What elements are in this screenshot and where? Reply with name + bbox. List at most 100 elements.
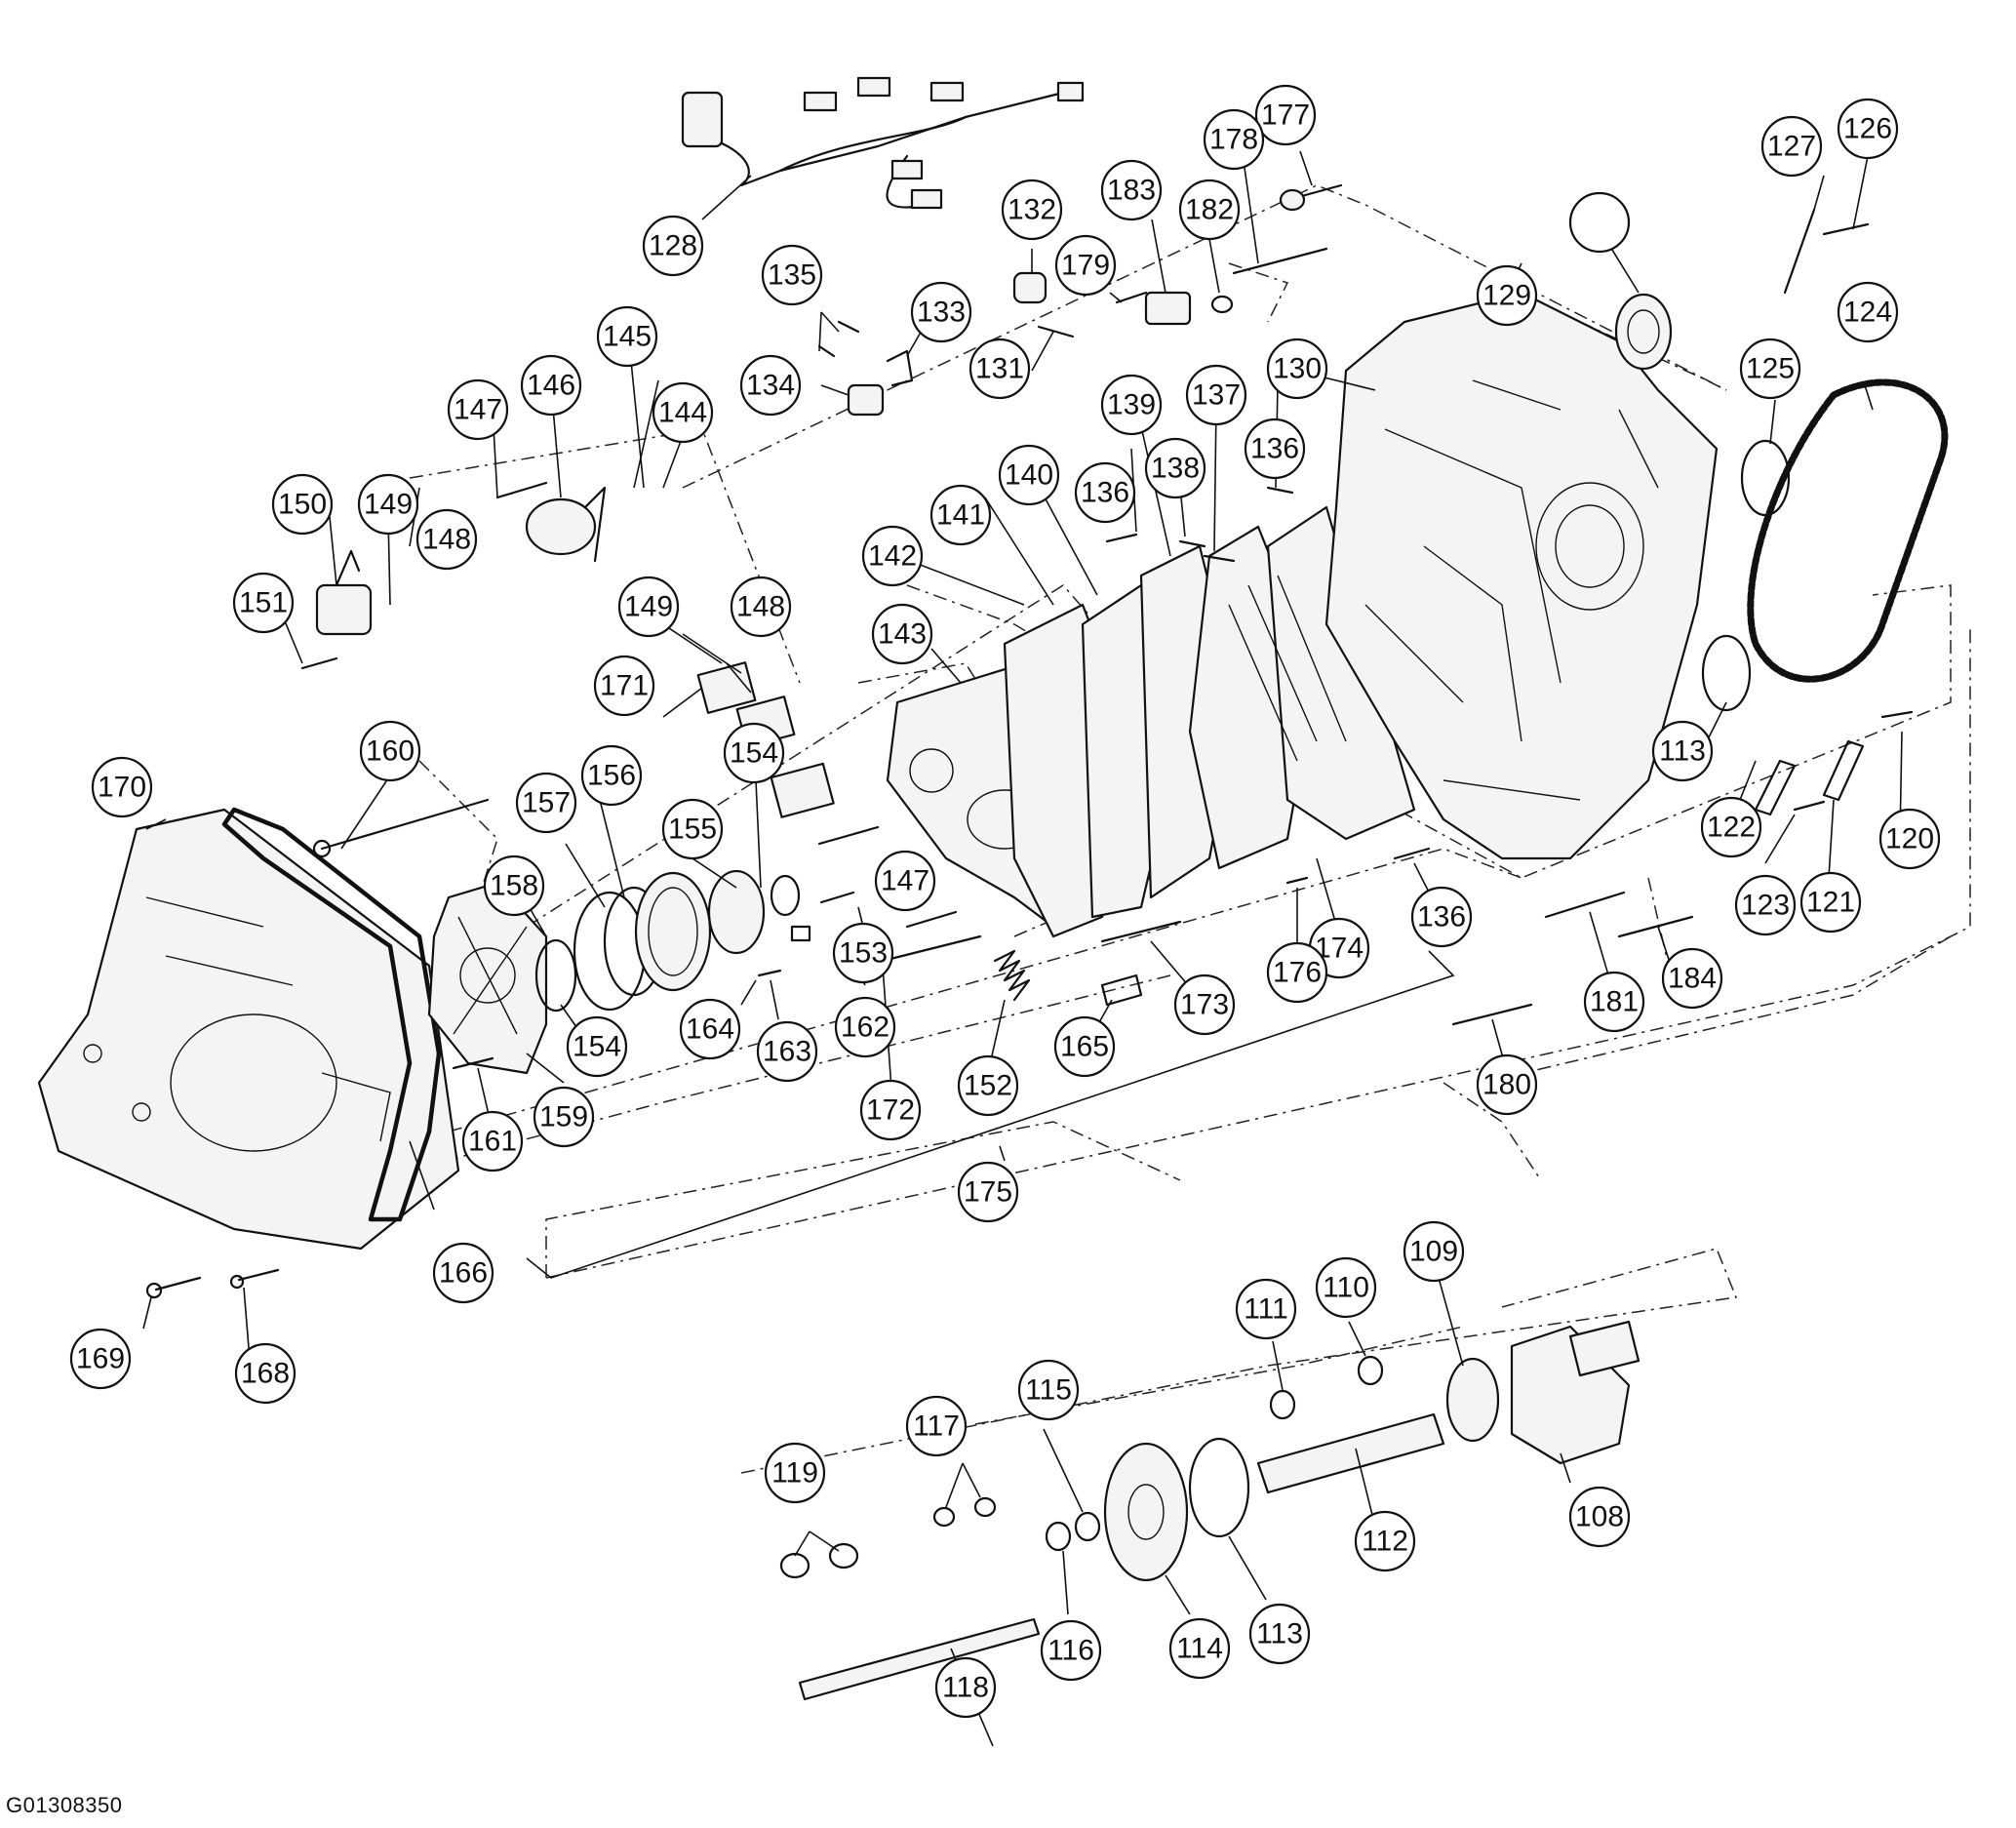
svg-text:183: 183 bbox=[1107, 175, 1156, 207]
bolt-160 bbox=[320, 798, 490, 851]
svg-text:162: 162 bbox=[841, 1012, 889, 1044]
callout-122: 122 bbox=[1700, 796, 1762, 858]
shaft-118 bbox=[798, 1617, 1041, 1701]
bracket-122 bbox=[1754, 759, 1797, 816]
seal-154-upper bbox=[770, 874, 801, 917]
callout-176: 176 bbox=[1266, 941, 1328, 1004]
bolt-136-mid bbox=[1105, 533, 1138, 543]
svg-text:118: 118 bbox=[942, 1672, 989, 1704]
piston-156 bbox=[634, 871, 712, 992]
svg-text:135: 135 bbox=[768, 259, 816, 292]
svg-text:117: 117 bbox=[913, 1411, 960, 1443]
callout-119: 119 bbox=[764, 1442, 826, 1504]
callout-117: 117 bbox=[905, 1395, 968, 1457]
svg-text:176: 176 bbox=[1273, 957, 1322, 989]
callout-134: 134 bbox=[739, 354, 802, 417]
svg-text:182: 182 bbox=[1185, 194, 1234, 226]
svg-text:181: 181 bbox=[1590, 986, 1639, 1018]
svg-text:175: 175 bbox=[964, 1176, 1012, 1209]
transmission-case-129 bbox=[1324, 291, 1719, 860]
svg-text:173: 173 bbox=[1180, 989, 1229, 1021]
bolt-head-160 bbox=[312, 839, 332, 858]
plug-165 bbox=[1100, 974, 1143, 1007]
svg-text:119: 119 bbox=[771, 1457, 818, 1490]
svg-text:121: 121 bbox=[1806, 887, 1855, 919]
shaft-112 bbox=[1256, 1412, 1445, 1494]
callout-159: 159 bbox=[533, 1086, 595, 1148]
servo-cover-159 bbox=[427, 881, 548, 1075]
bolt-head-169 bbox=[145, 1282, 163, 1299]
svg-text:152: 152 bbox=[964, 1070, 1012, 1102]
pin-153 bbox=[819, 891, 855, 904]
svg-text:131: 131 bbox=[975, 353, 1024, 385]
callout-125: 125 bbox=[1739, 338, 1801, 400]
svg-text:179: 179 bbox=[1061, 250, 1110, 282]
svg-text:172: 172 bbox=[866, 1094, 915, 1127]
callout-139: 139 bbox=[1100, 374, 1163, 436]
bolt-180 bbox=[1451, 1003, 1533, 1026]
callout-128: 128 bbox=[642, 215, 704, 277]
svg-text:146: 146 bbox=[527, 370, 575, 402]
bolt-184 bbox=[1617, 915, 1694, 938]
callout-124: 124 bbox=[1837, 281, 1899, 343]
callout-165: 165 bbox=[1053, 1015, 1116, 1078]
gasket-166 bbox=[221, 807, 442, 1222]
svg-text:160: 160 bbox=[366, 735, 415, 768]
callout-113-lower: 113 bbox=[1248, 1603, 1311, 1665]
ring-119-b bbox=[828, 1542, 859, 1570]
callout-136-mid: 136 bbox=[1074, 461, 1136, 524]
pin-123 bbox=[1793, 800, 1826, 812]
piston-155 bbox=[707, 869, 766, 955]
svg-text:161: 161 bbox=[468, 1126, 517, 1158]
svg-text:154: 154 bbox=[730, 737, 778, 770]
bolt-147-mid bbox=[905, 910, 958, 929]
svg-text:112: 112 bbox=[1362, 1526, 1408, 1558]
svg-text:116: 116 bbox=[1048, 1635, 1094, 1667]
callout-138: 138 bbox=[1144, 437, 1206, 499]
svg-text:164: 164 bbox=[686, 1013, 734, 1046]
callout-178: 178 bbox=[1203, 108, 1265, 171]
svg-text:137: 137 bbox=[1192, 379, 1241, 412]
piston-156-inner bbox=[648, 887, 698, 976]
ring-119-a bbox=[779, 1552, 810, 1579]
callout-160: 160 bbox=[359, 720, 421, 782]
svg-text:140: 140 bbox=[1005, 459, 1053, 492]
callout-131: 131 bbox=[968, 338, 1031, 400]
callout-148-upper: 148 bbox=[415, 508, 478, 571]
switch-134 bbox=[847, 383, 885, 417]
solenoid-171-c bbox=[770, 762, 835, 818]
svg-text:158: 158 bbox=[490, 870, 538, 902]
svg-text:180: 180 bbox=[1482, 1069, 1531, 1101]
svg-text:123: 123 bbox=[1741, 890, 1790, 922]
lower-shaft-assembly bbox=[779, 1320, 1640, 1701]
bolt-head-168 bbox=[229, 1274, 245, 1290]
callout-136-lower: 136 bbox=[1410, 886, 1473, 948]
bolt-168 bbox=[237, 1268, 280, 1282]
svg-text:177: 177 bbox=[1261, 99, 1310, 132]
svg-text:148: 148 bbox=[422, 524, 471, 556]
svg-text:143: 143 bbox=[878, 618, 927, 651]
svg-text:147: 147 bbox=[881, 865, 929, 897]
callout-173: 173 bbox=[1173, 974, 1236, 1036]
callout-137: 137 bbox=[1185, 364, 1247, 426]
ring-113-lower bbox=[1188, 1437, 1250, 1538]
svg-text:125: 125 bbox=[1746, 353, 1795, 385]
svg-text:150: 150 bbox=[278, 489, 327, 521]
ring-117-a bbox=[932, 1506, 956, 1528]
callout-182: 182 bbox=[1178, 179, 1241, 241]
svg-text:168: 168 bbox=[241, 1358, 290, 1390]
callout-115: 115 bbox=[1017, 1359, 1080, 1421]
gear-114 bbox=[1103, 1442, 1189, 1582]
callout-147-upper: 147 bbox=[447, 378, 509, 441]
svg-text:136: 136 bbox=[1250, 433, 1299, 465]
svg-text:110: 110 bbox=[1323, 1272, 1369, 1304]
callout-140: 140 bbox=[998, 444, 1060, 506]
bolt-172 bbox=[881, 934, 982, 963]
callout-111: 111 bbox=[1235, 1278, 1297, 1340]
svg-text:148: 148 bbox=[736, 591, 785, 623]
callout-183: 183 bbox=[1100, 159, 1163, 221]
bracket-146 bbox=[583, 486, 607, 563]
part-162 bbox=[790, 925, 811, 942]
drum-108-spline bbox=[1568, 1320, 1640, 1377]
